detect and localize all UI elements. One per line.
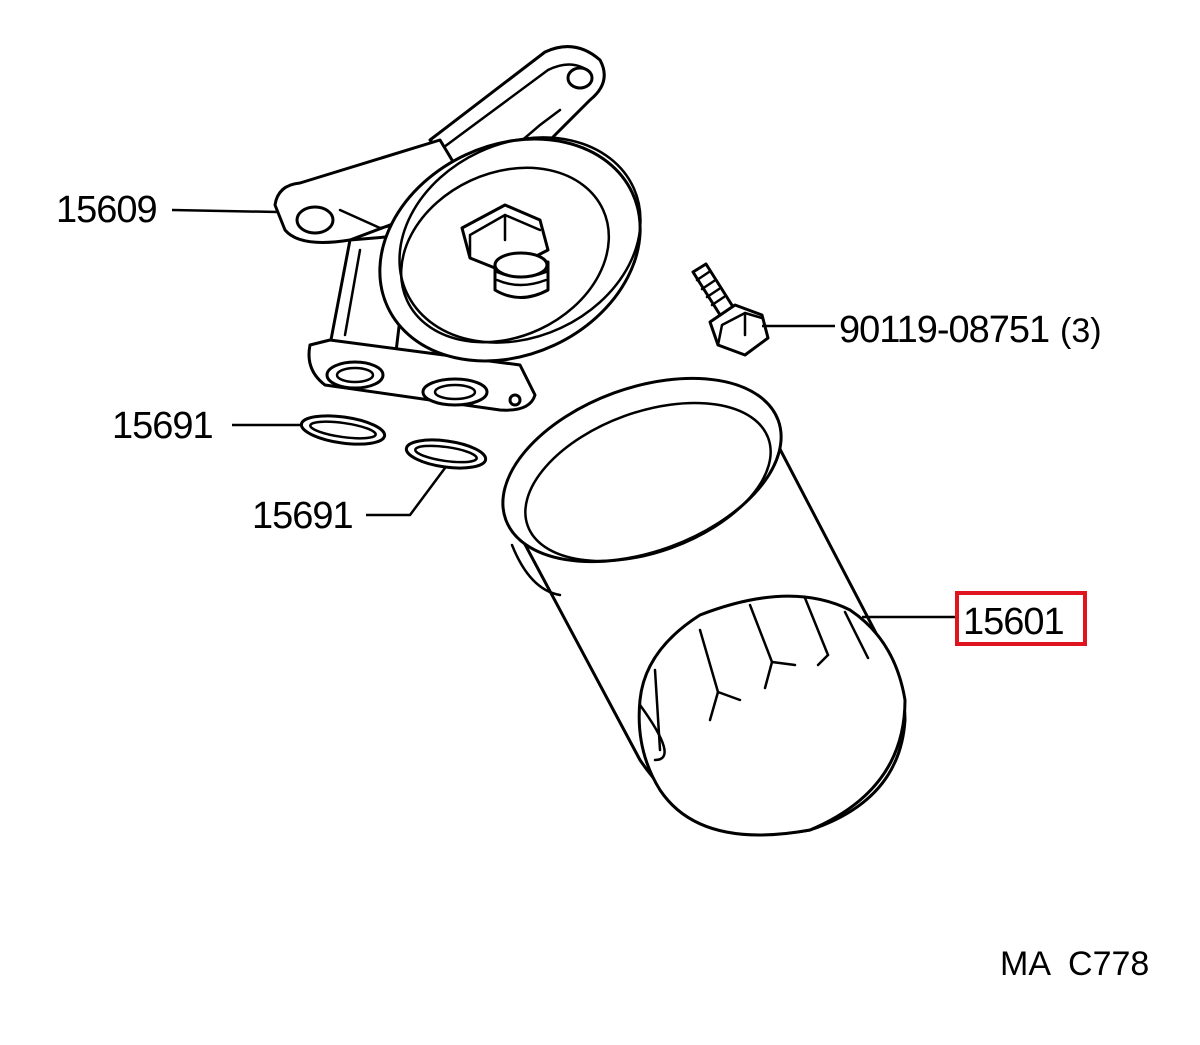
callout-15691-upper[interactable]: 15691 (112, 405, 214, 447)
gasket-upper[interactable] (299, 411, 387, 448)
callout-15609[interactable]: 15609 (56, 189, 158, 231)
oil-filter[interactable] (478, 343, 907, 837)
highlight-box (955, 591, 1087, 646)
diagram-code: MA C778 (1000, 945, 1149, 983)
callout-15691-lower[interactable]: 15691 (252, 495, 354, 537)
leader-lines (171, 208, 955, 619)
gasket-lower[interactable] (404, 436, 488, 473)
oil-filter-bracket[interactable] (273, 45, 677, 412)
bolt[interactable] (691, 262, 770, 357)
callout-bolt-part-number[interactable]: 90119-08751 (839, 309, 1050, 351)
callout-bolt-quantity: (3) (1060, 312, 1102, 350)
callout-15601[interactable]: 15601 (963, 601, 1065, 643)
